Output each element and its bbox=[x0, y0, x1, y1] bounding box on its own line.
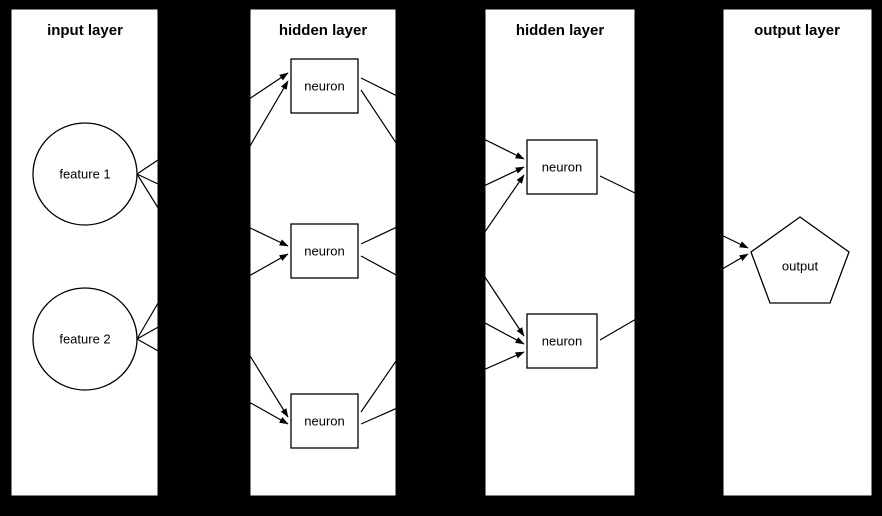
layer-title-hidden-layer-1: hidden layer bbox=[279, 22, 368, 39]
edge-h1n3-h2n2 bbox=[360, 351, 525, 425]
layer-title-output-layer: output layer bbox=[754, 22, 840, 39]
node-label-hidden1-neuron-3: neuron bbox=[304, 413, 344, 428]
node-label-hidden2-neuron-1: neuron bbox=[542, 159, 582, 174]
layer-panels bbox=[10, 8, 873, 497]
edge-h1n1-h2n2 bbox=[360, 89, 525, 337]
layer-panel-hidden-layer-2 bbox=[484, 8, 636, 497]
node-shape-feature-2[interactable] bbox=[32, 287, 138, 391]
node-shape-feature-1[interactable] bbox=[32, 122, 138, 226]
edge-h1n3-h2n1 bbox=[360, 174, 525, 413]
layer-nodes: feature 1 feature 2 neuron neuron neuron neur… bbox=[32, 58, 850, 449]
node-label-feature-1: feature 1 bbox=[59, 166, 110, 181]
node-label-hidden2-neuron-2: neuron bbox=[542, 333, 582, 348]
edge-f2-h1n3 bbox=[136, 338, 289, 425]
node-shape-hidden1-neuron-2[interactable] bbox=[290, 223, 359, 279]
node-shape-hidden1-neuron-1[interactable] bbox=[290, 58, 359, 114]
edge-h2n2-out bbox=[599, 253, 749, 341]
node-shape-hidden2-neuron-1[interactable] bbox=[526, 139, 598, 195]
layer-titles: input layer hidden layer hidden layer outpu… bbox=[47, 22, 840, 39]
layer-title-input-layer: input layer bbox=[47, 22, 123, 39]
node-shape-output-node[interactable] bbox=[750, 216, 850, 304]
edge-f1-h1n1 bbox=[136, 72, 289, 175]
layer-panel-input-layer bbox=[10, 8, 159, 497]
node-label-hidden1-neuron-1: neuron bbox=[304, 78, 344, 93]
edge-h1n2-h2n1 bbox=[360, 166, 525, 245]
edge-h1n2-h2n2 bbox=[360, 255, 525, 345]
edge-f2-h1n2 bbox=[136, 253, 289, 340]
node-label-output-node: output bbox=[782, 258, 819, 273]
edge-h1n1-h2n1 bbox=[360, 77, 525, 160]
node-label-feature-2: feature 2 bbox=[59, 331, 110, 346]
node-shape-hidden1-neuron-3[interactable] bbox=[290, 393, 359, 449]
edge-f2-h1n1 bbox=[136, 80, 289, 340]
node-label-hidden1-neuron-2: neuron bbox=[304, 243, 344, 258]
edge-f1-h1n3 bbox=[136, 173, 289, 418]
connection-edges bbox=[136, 72, 749, 425]
node-shape-hidden2-neuron-2[interactable] bbox=[526, 313, 598, 369]
layer-title-hidden-layer-2: hidden layer bbox=[516, 22, 605, 39]
edge-h2n1-out bbox=[599, 175, 749, 249]
